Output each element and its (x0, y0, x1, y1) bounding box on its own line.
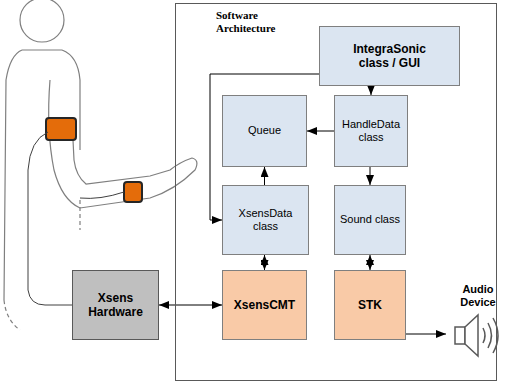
head (20, 0, 64, 42)
sound-wave (493, 318, 498, 353)
forearm-sensor (124, 182, 142, 202)
library-box: XsensCMT (222, 270, 307, 340)
box-label: Xsens Hardware (77, 291, 154, 320)
box-label: XsensCMT (234, 298, 295, 312)
connector-arrow (370, 255, 371, 270)
speaker-body (455, 327, 465, 344)
connector-arrow (406, 334, 446, 335)
box-label: XsensData class (227, 207, 304, 233)
wire (28, 132, 72, 305)
class-box: HandleData class (334, 95, 408, 167)
torso-hidden (79, 200, 80, 230)
audio-device: Audio Device (446, 282, 510, 358)
connector-arrow (370, 167, 371, 185)
upper-arm-sensor (46, 118, 76, 140)
sound-wave (488, 323, 492, 348)
wire (80, 192, 124, 198)
class-box: IntegraSonic class / GUI (319, 26, 460, 86)
box-label: Audio Device (449, 283, 507, 309)
box-label: STK (358, 298, 382, 312)
box-label: Queue (248, 124, 281, 137)
box-label: HandleData class (339, 118, 403, 144)
shoulders (22, 49, 62, 50)
connector-arrow (307, 131, 334, 132)
box-label: IntegraSonic class / GUI (340, 42, 439, 71)
class-box: Queue (222, 95, 307, 167)
connector-arrow (159, 305, 222, 306)
architecture-frame: Software ArchitectureIntegraSonic class … (175, 3, 497, 381)
connector-arrow (371, 86, 372, 95)
speaker-cone (465, 315, 478, 356)
connector-arrow (264, 255, 265, 270)
sensor-bands (46, 118, 142, 202)
sound-wave (483, 328, 485, 343)
speaker-icon (455, 315, 498, 356)
class-box: XsensData class (222, 185, 309, 255)
library-box: STK (334, 270, 406, 340)
torso-bottom (4, 300, 20, 330)
connector-arrow (264, 167, 265, 185)
frame-heading: Software Architecture (216, 9, 306, 35)
class-box: Sound class (334, 185, 406, 255)
hardware-box: Xsens Hardware (72, 270, 159, 340)
torso-left (4, 50, 22, 300)
box-label: Sound class (340, 213, 400, 226)
